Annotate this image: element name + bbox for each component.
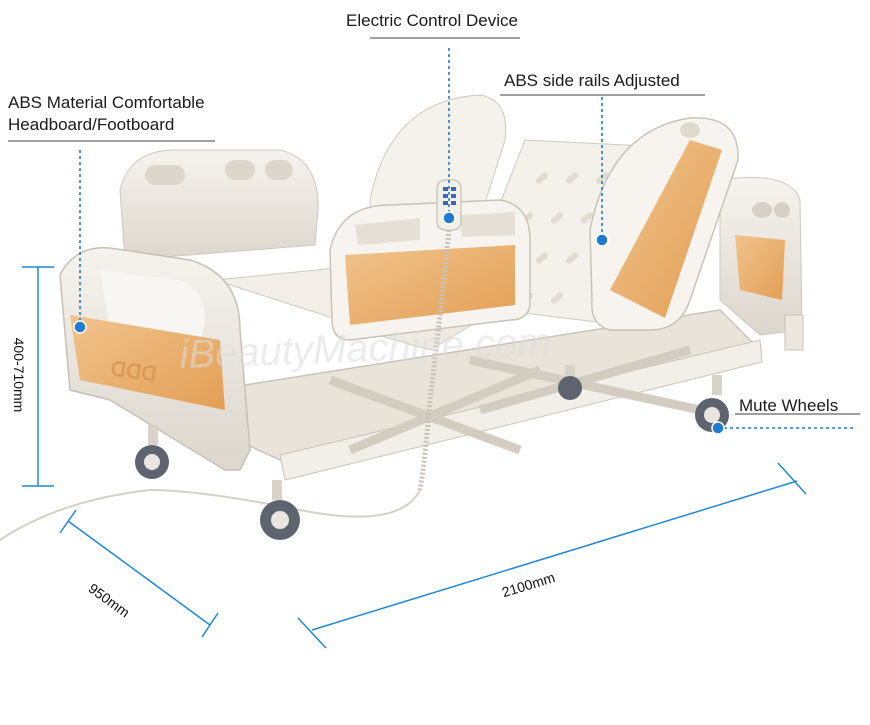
- caster-wheel: [135, 425, 169, 479]
- callout-dot-wheels: [711, 421, 725, 435]
- callout-mute-wheels: Mute Wheels: [739, 396, 839, 415]
- caster-wheel: [260, 480, 300, 540]
- dimension-height: 400-710mm: [11, 337, 27, 413]
- callout-dot-headboard: [73, 320, 87, 334]
- callout-headboard-line2: Headboard/Footboard: [8, 115, 175, 134]
- callout-dot-rails: [595, 233, 609, 247]
- callout-dot-control: [442, 211, 456, 225]
- caster-wheel: [558, 365, 582, 400]
- callout-abs-side-rails: ABS side rails Adjusted: [504, 71, 680, 90]
- caster-wheel: [695, 375, 729, 432]
- hospital-bed-illustration: ᗡᗡᗡ: [0, 94, 804, 541]
- callout-electric-control-device: Electric Control Device: [346, 11, 518, 30]
- callout-headboard-line1: ABS Material Comfortable: [8, 93, 205, 112]
